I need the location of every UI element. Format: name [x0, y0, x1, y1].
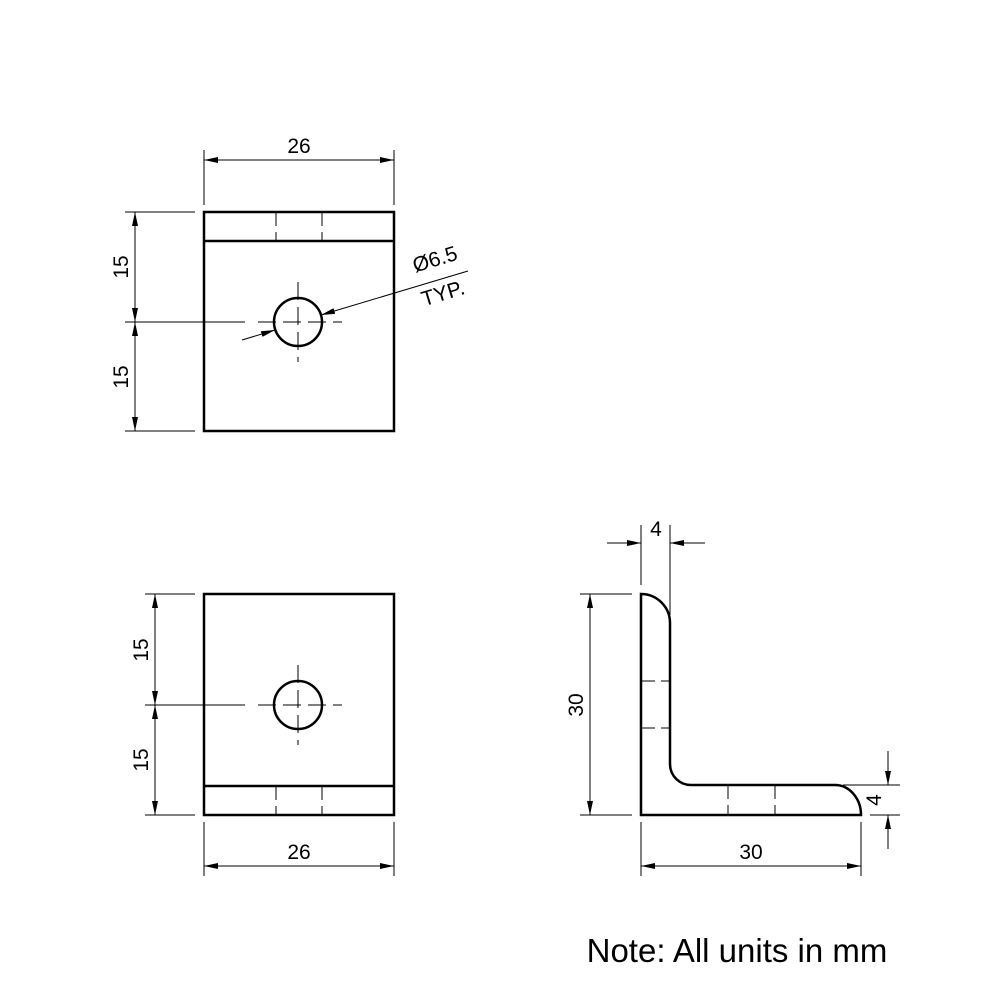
upper-dim-label: 15 [110, 255, 133, 278]
units-note: Note: All units in mm [587, 932, 888, 969]
height-dim-label: 30 [565, 693, 588, 716]
leader-arrow [241, 329, 276, 341]
width-dim-label: 26 [287, 135, 310, 158]
lower-dim-label: 15 [110, 365, 133, 388]
leader-line [320, 270, 469, 316]
lower-dim-label: 15 [130, 748, 153, 771]
length-dim-label: 30 [739, 841, 762, 864]
angle-profile [639, 592, 863, 817]
width-dim-label: 26 [287, 841, 310, 864]
thickness-top-dim-label: 4 [650, 518, 662, 541]
thickness-right-dim-label: 4 [863, 794, 886, 806]
hole-callout: Ø6.5 [410, 242, 460, 277]
upper-dim-label: 15 [130, 638, 153, 661]
side-view: 4 30 30 4 [565, 518, 900, 876]
hole-callout-note: TYP. [419, 276, 468, 311]
top-view: 26 15 15 Ø6.5 TYP. [110, 135, 469, 433]
bottom-view: 15 15 26 [130, 592, 396, 876]
